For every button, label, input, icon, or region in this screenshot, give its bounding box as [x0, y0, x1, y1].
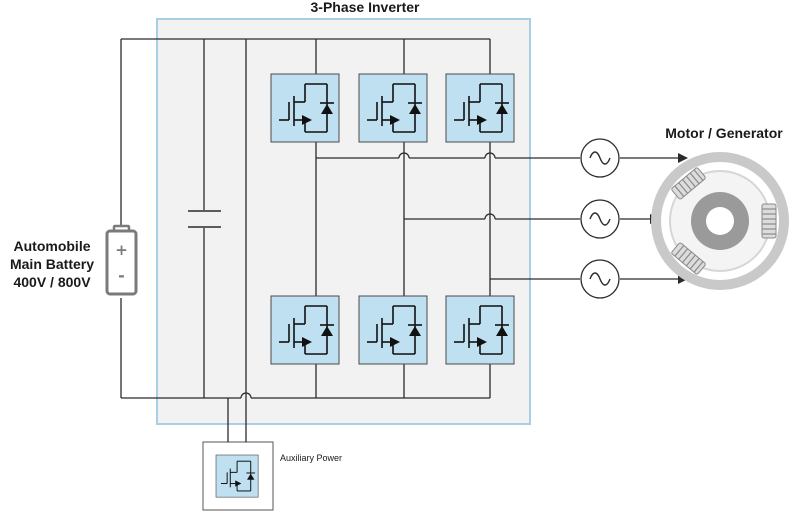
ac-source-phase-b-icon	[580, 199, 620, 239]
transistor-low-a-icon	[270, 295, 340, 365]
dc-link-capacitor-icon	[188, 210, 221, 228]
motor-generator-title: Motor / Generator	[665, 125, 783, 141]
transistor-low-c-icon	[445, 295, 515, 365]
transistor-high-a-icon	[270, 73, 340, 143]
transistor-high-b-icon	[358, 73, 428, 143]
ac-source-phase-c-icon	[580, 259, 620, 299]
battery-plus-sign: +	[115, 241, 128, 259]
motor-generator-icon	[651, 152, 789, 290]
auxiliary-power-label: Auxiliary Power	[280, 453, 343, 463]
battery-label-line-1: Automobile	[13, 238, 91, 254]
battery-icon: + -	[105, 224, 138, 296]
transistor-low-b-icon	[358, 295, 428, 365]
battery-label-line-2: Main Battery	[9, 256, 95, 272]
ac-source-phase-a-icon	[580, 138, 620, 178]
battery-label: Automobile Main Battery 400V / 800V	[0, 237, 104, 291]
battery-label-line-3: 400V / 800V	[13, 274, 91, 290]
battery-minus-sign: -	[118, 266, 125, 285]
circuit-wires	[120, 38, 680, 442]
transistor-high-c-icon	[445, 73, 515, 143]
transistor-aux-icon	[215, 454, 259, 498]
inverter-title: 3-Phase Inverter	[310, 0, 420, 15]
arrow-phase-a-icon	[678, 153, 688, 163]
